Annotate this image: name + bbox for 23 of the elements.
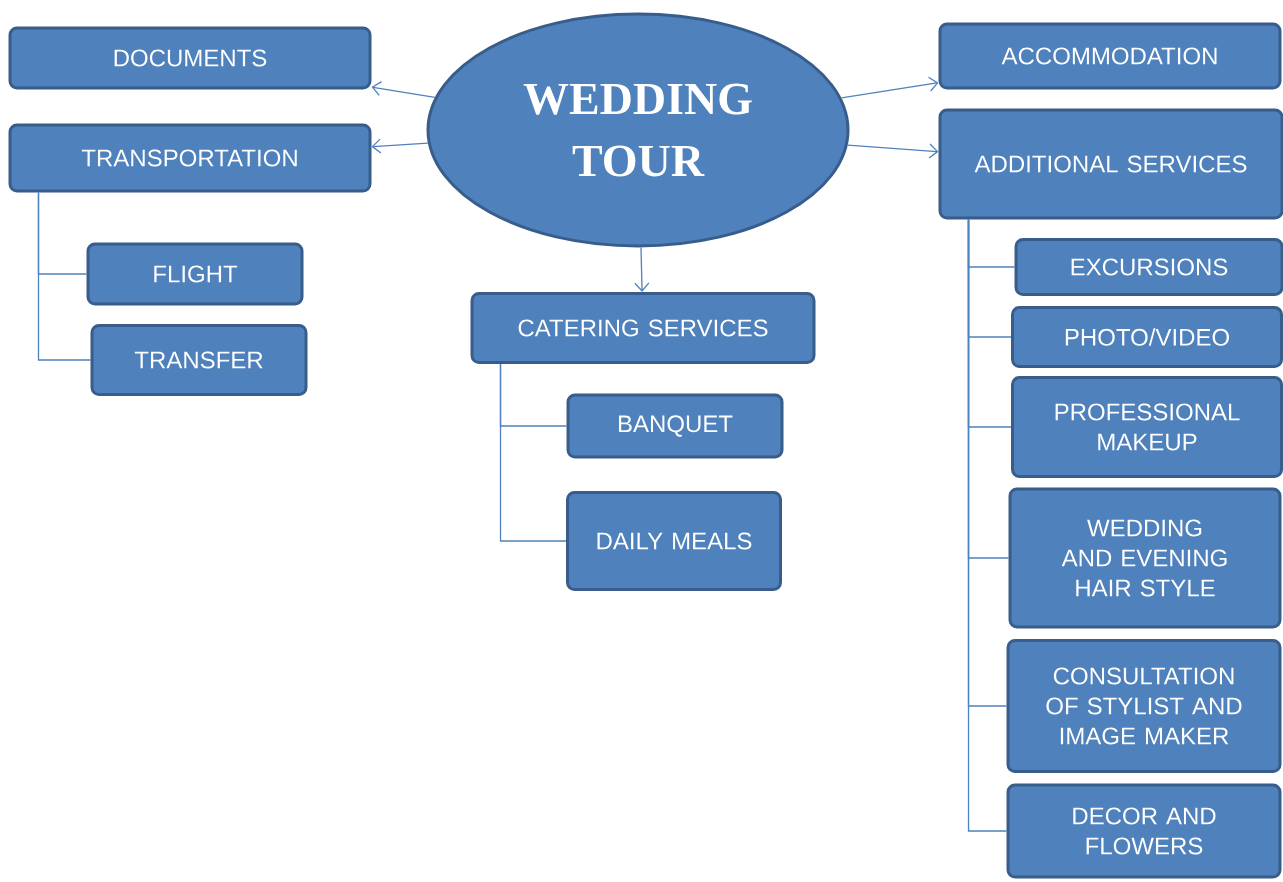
topic-box: ACCOMMODATION xyxy=(938,22,1282,90)
connector xyxy=(499,363,567,542)
topic-box: WEDDING AND EVENING HAIR STYLE xyxy=(1008,487,1282,629)
topic-box: CONSULTATION OF STYLIST AND IMAGE MAKER xyxy=(1006,639,1282,773)
connector xyxy=(371,80,436,98)
connector xyxy=(634,246,650,292)
topic-box: ADDITIONAL SERVICES xyxy=(938,108,1283,220)
topic-box: BANQUET xyxy=(566,393,784,459)
topic-box: TRANSPORTATION xyxy=(8,123,372,193)
connector xyxy=(847,143,939,159)
topic-box: DOCUMENTS xyxy=(8,26,372,90)
topic-box: CATERING SERVICES xyxy=(470,292,816,364)
topic-box: EXCURSIONS xyxy=(1014,238,1283,296)
connector xyxy=(840,76,939,99)
topic-box: PROFESSIONAL MAKEUP xyxy=(1011,376,1283,478)
connector xyxy=(37,191,92,361)
topic-box: TRANSFER xyxy=(90,324,308,396)
topic-box: FLIGHT xyxy=(86,242,304,306)
topic-box: DECOR AND FLOWERS xyxy=(1006,783,1282,879)
connector xyxy=(371,138,429,154)
topic-box: DAILY MEALS xyxy=(566,491,782,591)
connector xyxy=(967,218,1008,832)
topic-box: PHOTO/VIDEO xyxy=(1011,306,1283,368)
